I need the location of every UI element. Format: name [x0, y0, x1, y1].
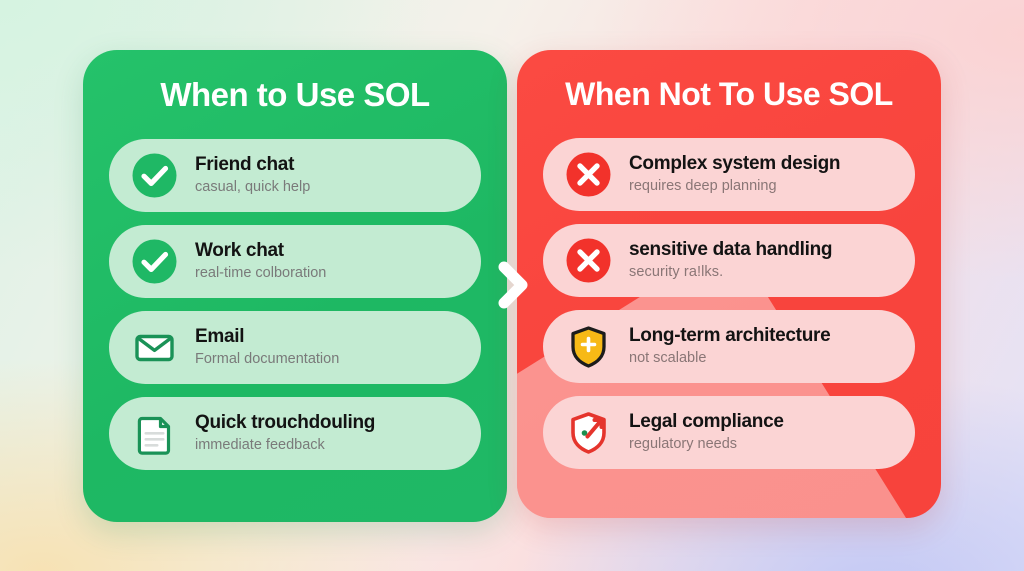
list-item[interactable]: Email Formal documentation [109, 311, 481, 384]
panel-when-not-to-use: When Not To Use SOL Complex system desig… [517, 50, 941, 518]
list-item[interactable]: Work chat real-time colboration [109, 225, 481, 298]
list-item-title: Long-term architecture [629, 325, 831, 347]
list-item[interactable]: sensitive data handling security ra!lks. [543, 224, 915, 297]
list-item-title: Legal compliance [629, 411, 784, 433]
bad-rows-list: Complex system design requires deep plan… [543, 138, 915, 469]
list-item[interactable]: Friend chat casual, quick help [109, 139, 481, 212]
list-item-subtitle: requires deep planning [629, 178, 777, 194]
envelope-icon [131, 324, 178, 371]
list-item-subtitle: real-time colboration [195, 265, 327, 281]
list-item-subtitle: immediate feedback [195, 437, 325, 453]
list-item-title: Email [195, 326, 245, 348]
list-item-title: Quick trouchdouling [195, 412, 376, 434]
list-item-subtitle: regulatory needs [629, 436, 738, 452]
list-item-subtitle: not scalable [629, 350, 707, 366]
good-rows-list: Friend chat casual, quick help Work chat… [109, 139, 481, 470]
list-item-title: Work chat [195, 240, 284, 262]
x-circle-icon [565, 151, 612, 198]
list-item[interactable]: Quick trouchdouling immediate feedback [109, 397, 481, 470]
list-item-title: Friend chat [195, 154, 295, 176]
list-item-subtitle: Formal documentation [195, 351, 340, 367]
check-circle-icon [131, 238, 178, 285]
list-item-subtitle: security ra!lks. [629, 264, 724, 280]
panel-title-when-not-to-use: When Not To Use SOL [565, 76, 893, 112]
x-circle-icon [565, 237, 612, 284]
chevron-right-icon [497, 261, 531, 309]
panel-title-when-to-use: When to Use SOL [160, 76, 430, 113]
list-item[interactable]: Legal compliance regulatory needs [543, 396, 915, 469]
shield-plus-icon [565, 323, 612, 370]
list-item-title: sensitive data handling [629, 239, 833, 261]
list-item-title: Complex system design [629, 153, 841, 175]
list-item[interactable]: Complex system design requires deep plan… [543, 138, 915, 211]
list-item-subtitle: casual, quick help [195, 179, 311, 195]
list-item[interactable]: Long-term architecture not scalable [543, 310, 915, 383]
document-icon [131, 410, 178, 457]
shield-check-icon [565, 409, 612, 456]
check-circle-icon [131, 152, 178, 199]
panel-when-to-use: When to Use SOL Friend chat casual, quic… [83, 50, 507, 522]
